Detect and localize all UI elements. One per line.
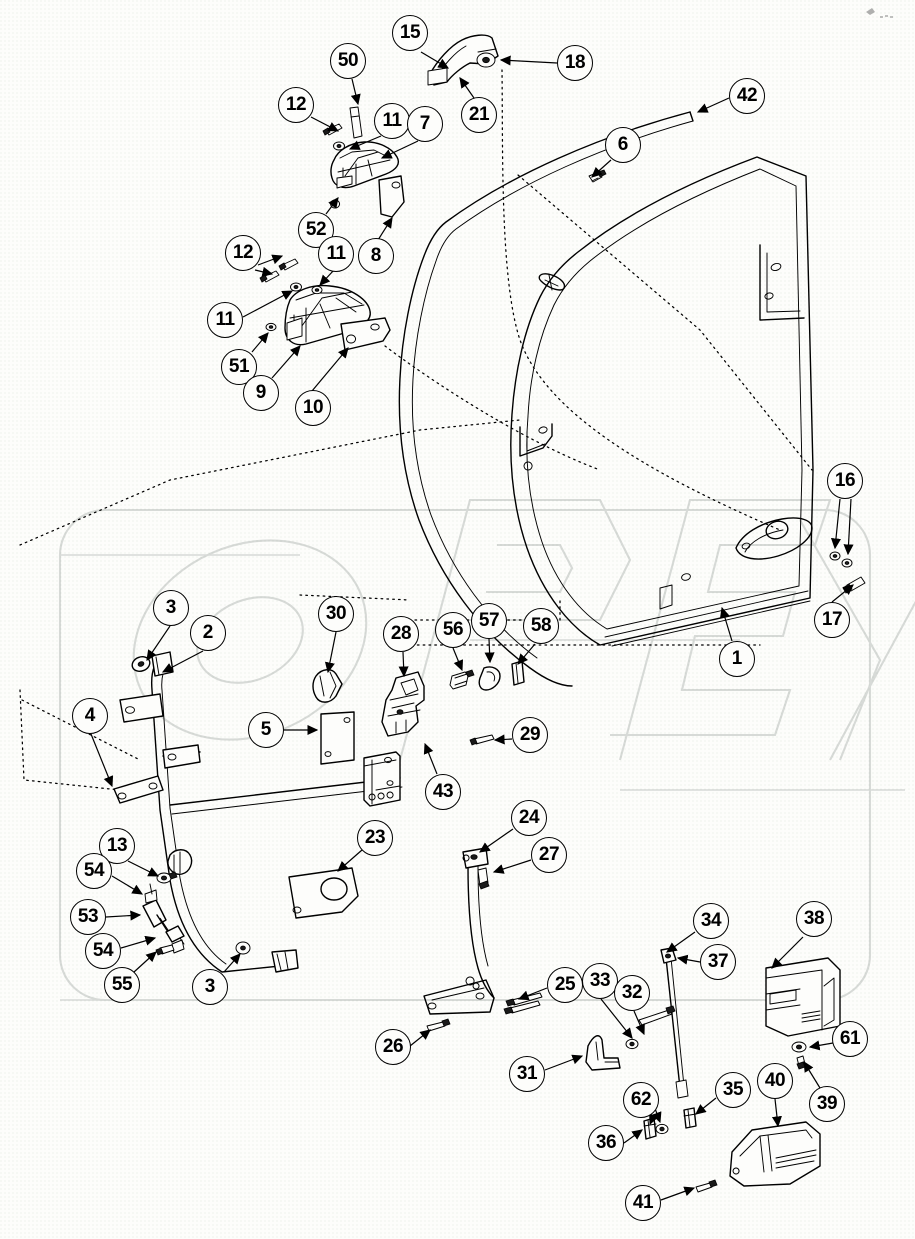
bolt-41 [695, 1179, 718, 1193]
callout-bubble-21[interactable]: 21 [461, 97, 497, 133]
callout-bubble-9[interactable]: 9 [243, 375, 279, 411]
fastener-51 [265, 322, 277, 332]
fastener-13 [156, 871, 178, 884]
callout-bubble-12b[interactable]: 12 [225, 235, 261, 271]
callout-bubble-4[interactable]: 4 [72, 698, 108, 734]
fastener-11-upper [333, 141, 345, 151]
latch-housing-43 [363, 751, 401, 807]
plate-10 [340, 317, 391, 351]
callout-bubble-11c[interactable]: 11 [207, 302, 243, 338]
fastener-62 [655, 1123, 669, 1135]
fastener-35 [683, 1107, 697, 1129]
callout-bubble-34[interactable]: 34 [693, 903, 729, 939]
callout-bubble-15[interactable]: 15 [392, 15, 428, 51]
knob-30 [312, 669, 343, 703]
callout-bubble-25[interactable]: 25 [547, 967, 583, 1003]
fastener-11-lower [290, 282, 302, 292]
bolts-25 [503, 992, 543, 1015]
callout-bubble-11a[interactable]: 11 [374, 103, 410, 139]
callout-bubble-35[interactable]: 35 [715, 1072, 751, 1108]
fasteners-16 [829, 551, 853, 568]
callout-bubble-57[interactable]: 57 [471, 603, 507, 639]
fastener-55 [155, 944, 175, 956]
callout-bubble-11b[interactable]: 11 [318, 236, 354, 272]
door-frame-panel [510, 156, 814, 647]
plate-4 [113, 775, 164, 804]
callout-bubble-17[interactable]: 17 [814, 602, 850, 638]
callout-bubble-7[interactable]: 7 [407, 106, 443, 142]
callout-bubble-54b[interactable]: 54 [85, 933, 121, 969]
callout-bubble-43[interactable]: 43 [425, 774, 461, 810]
callout-bubble-31[interactable]: 31 [509, 1056, 545, 1092]
gas-strut-53 [142, 899, 185, 943]
callout-bubble-38[interactable]: 38 [796, 901, 832, 937]
foot-switch-40 [729, 1121, 821, 1187]
callout-bubble-58[interactable]: 58 [523, 608, 559, 644]
washer-3-bottom [235, 941, 251, 955]
callout-bubble-27[interactable]: 27 [531, 837, 567, 873]
exterior-door-handle [427, 34, 499, 86]
callout-bubble-50[interactable]: 50 [330, 43, 366, 79]
callout-bubble-32[interactable]: 32 [614, 975, 650, 1011]
callout-bubble-8[interactable]: 8 [358, 238, 394, 274]
fastener-33 [625, 1038, 639, 1050]
plate-8 [378, 175, 405, 218]
callout-bubble-10[interactable]: 10 [295, 390, 331, 426]
callout-bubble-2[interactable]: 2 [190, 615, 226, 651]
callout-bubble-16[interactable]: 16 [827, 463, 863, 499]
lever-31 [585, 1035, 621, 1071]
callout-bubble-29[interactable]: 29 [512, 717, 548, 753]
callout-bubble-3a[interactable]: 3 [153, 590, 189, 626]
callout-bubble-33[interactable]: 33 [582, 963, 618, 999]
callout-bubble-26[interactable]: 26 [375, 1029, 411, 1065]
bolts-12-lower [259, 258, 299, 283]
callout-bubble-23[interactable]: 23 [357, 820, 393, 856]
bracket-23 [288, 867, 359, 919]
fastener-11-mid [311, 285, 323, 295]
callout-bubble-56[interactable]: 56 [435, 612, 471, 648]
callout-bubble-42[interactable]: 42 [729, 78, 765, 114]
fitting-54-upper [144, 883, 158, 904]
callout-bubble-12a[interactable]: 12 [278, 87, 314, 123]
bushing-56 [449, 669, 475, 690]
callout-bubble-37[interactable]: 37 [700, 944, 736, 980]
washer-61 [791, 1041, 807, 1053]
callout-bubble-6[interactable]: 6 [605, 127, 641, 163]
callout-bubble-41[interactable]: 41 [625, 1185, 661, 1221]
callout-bubble-61[interactable]: 61 [832, 1021, 868, 1057]
callout-bubble-5[interactable]: 5 [248, 712, 284, 748]
door-glass-outer [398, 111, 694, 687]
leader-lines [90, 51, 854, 1201]
plate-5 [320, 711, 355, 765]
tubular-frame [119, 651, 403, 973]
callout-bubble-54a[interactable]: 54 [76, 853, 112, 889]
callout-bubble-53[interactable]: 53 [70, 899, 106, 935]
clip-57 [478, 666, 501, 691]
callout-bubble-24[interactable]: 24 [511, 800, 547, 836]
latch-assembly-28 [381, 671, 425, 737]
callout-bubble-55[interactable]: 55 [104, 967, 140, 1003]
callout-bubble-28[interactable]: 28 [383, 616, 419, 652]
pin-50 [349, 106, 363, 139]
callout-bubble-40[interactable]: 40 [757, 1063, 793, 1099]
callout-bubble-1[interactable]: 1 [719, 641, 755, 677]
callout-bubble-30[interactable]: 30 [318, 596, 354, 632]
support-arm [423, 847, 495, 1015]
scan-speck [866, 8, 893, 18]
callout-bubble-18[interactable]: 18 [557, 45, 593, 81]
callout-bubble-39[interactable]: 39 [809, 1086, 845, 1122]
callout-bubble-62[interactable]: 62 [623, 1082, 659, 1118]
bolt-27 [477, 867, 490, 890]
callout-bubble-36[interactable]: 36 [588, 1125, 624, 1161]
callout-bubble-3b[interactable]: 3 [192, 969, 228, 1005]
